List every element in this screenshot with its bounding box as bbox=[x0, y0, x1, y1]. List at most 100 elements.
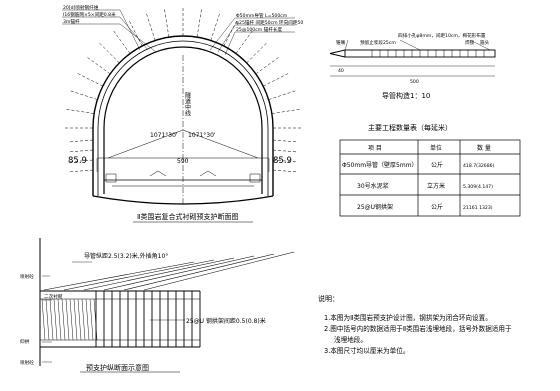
hatch-line bbox=[69, 298, 74, 341]
anchor-bolt bbox=[255, 57, 279, 75]
table-header-qty: 数 量 bbox=[477, 144, 491, 152]
tunnel-cross-section bbox=[62, 8, 301, 223]
pipe-label-mid: 四排小孔φ8mm，间距10cm，梅花形布置 bbox=[398, 32, 486, 39]
anchor-bolt bbox=[272, 149, 299, 153]
pipe-labels: 锥嘴 预留止浆段25cm 四排小孔φ8mm，间距10cm，梅花形布置 焊接 箍头… bbox=[336, 32, 490, 100]
advance-pipe bbox=[123, 253, 275, 291]
note-item: 2.图中括号内的数据适用于Ⅱ类围岩浅埋地段，括号外数据适用于 bbox=[324, 324, 512, 333]
height-left-label: 85.9 bbox=[68, 156, 87, 166]
longitudinal-labels: 导管纵距2.5(3.2)米,外插角10° 喷射砼 二次衬砌 25@U 钢拱架间距… bbox=[20, 252, 266, 372]
hatch-line bbox=[53, 298, 58, 341]
table-cell-unit: 公斤 bbox=[431, 203, 443, 211]
callout-left-3: 3m锚杆 bbox=[63, 18, 80, 25]
steel-arches bbox=[95, 291, 201, 347]
table-cell-qty: 418.7(32686) bbox=[463, 163, 495, 169]
long-caption: 预支护纵断面示意图 bbox=[86, 363, 149, 372]
long-label-invert: 仰拱 bbox=[20, 338, 30, 345]
anchor-bolt bbox=[129, 20, 143, 47]
height-right-label: 85.9 bbox=[273, 156, 292, 166]
pipe-dim-first: 40 bbox=[338, 68, 344, 74]
anchor-bolt bbox=[70, 90, 98, 100]
long-label-shotcrete-top: 喷射砼 bbox=[20, 273, 34, 280]
long-label-shotcrete-bottom: 喷射砼 bbox=[20, 359, 34, 366]
anchor-bolt bbox=[246, 42, 267, 64]
anchor-bolt bbox=[263, 73, 289, 87]
callout-right-2: φ25锚杆 间距50cm 环向间距50 bbox=[236, 19, 303, 26]
pipe-title: 导管构造1：10 bbox=[382, 91, 430, 100]
hatch-line bbox=[89, 298, 94, 341]
callout-left-2: I16钢筋网×5×间距0.8米 bbox=[63, 11, 116, 18]
anchor-bolt bbox=[113, 30, 131, 54]
hatch-line bbox=[81, 298, 86, 341]
pipe-tip bbox=[329, 49, 346, 58]
anchor-bolt bbox=[67, 139, 94, 143]
advance-pipe bbox=[63, 259, 215, 291]
advance-pipe bbox=[43, 261, 195, 291]
note-item: 浅埋地段。 bbox=[334, 335, 367, 344]
tunnel-lining-mid bbox=[97, 40, 269, 196]
tunnel-labels: 20[d]喷射钢纤维 I16钢筋网×5×间距0.8米 3m锚杆 Φ50mm导管 … bbox=[63, 4, 303, 221]
table-cell-item: 25@U钢拱架 bbox=[357, 203, 393, 211]
anchor-bolt bbox=[272, 159, 299, 163]
radius-right bbox=[182, 129, 259, 159]
hatch-line bbox=[65, 298, 70, 341]
hatch-line bbox=[85, 298, 90, 341]
anchor-bolts bbox=[65, 8, 301, 173]
anchor-bolt bbox=[67, 149, 94, 153]
table-title: 主要工程数量表（每延米） bbox=[368, 123, 452, 132]
pipe-label-left: 预留止浆段25cm bbox=[360, 39, 396, 46]
anchor-bolt bbox=[146, 13, 156, 41]
callout-right-3: 25@100cm 锚杆长度 bbox=[236, 26, 282, 33]
note-item: 3.本图尺寸均以厘米为单位。 bbox=[324, 346, 409, 355]
anchor-bolt bbox=[272, 139, 299, 143]
anchor-bolt bbox=[87, 57, 111, 75]
hatch-line bbox=[57, 298, 62, 341]
tunnel-caption: Ⅱ类围岩复合式衬砌预支护断面图 bbox=[137, 212, 238, 221]
hatch-line bbox=[61, 298, 66, 341]
callout-left-leader bbox=[62, 9, 157, 53]
callout-right-1: Φ50mm导管 L=500cm bbox=[236, 12, 288, 19]
advance-pipe bbox=[83, 257, 235, 291]
quantity-table: 主要工程数量表（每延米） 项 目 单位 数 量 Φ50mm导管（壁厚5mm） 公… bbox=[339, 123, 521, 217]
pipe-label-right: 焊接 bbox=[465, 39, 475, 46]
pipe-label-left-end: 锥嘴 bbox=[336, 39, 346, 46]
hatch-line bbox=[45, 298, 50, 341]
notes: 说明： 1.本图为Ⅱ类围岩预支护设计图，钢拱架为闭合环向设置。 2.图中括号内的… bbox=[318, 294, 512, 355]
tunnel-inner-lining bbox=[103, 46, 263, 194]
table-cell-item: 30号水泥浆 bbox=[357, 182, 389, 190]
notes-title: 说明： bbox=[318, 294, 339, 303]
anchor-bolt bbox=[77, 73, 103, 87]
advance-pipe bbox=[103, 255, 255, 291]
centerline-label: 隧道中线 bbox=[184, 91, 191, 116]
anchor-bolt bbox=[223, 20, 237, 47]
pipe-label-right-end: 箍头 bbox=[480, 39, 490, 46]
note-item: 1.本图为Ⅱ类围岩预支护设计图，钢拱架为闭合环向设置。 bbox=[324, 313, 492, 322]
hatch-line bbox=[49, 298, 54, 341]
anchor-bolt bbox=[196, 9, 202, 38]
mid-mark-left bbox=[149, 170, 167, 177]
table-cell-qty: 5.309(4.147) bbox=[463, 184, 493, 190]
mid-mark-right bbox=[199, 170, 217, 177]
table-cell-item: Φ50mm导管（壁厚5mm） bbox=[342, 161, 418, 169]
anchor-bolt bbox=[67, 159, 94, 163]
anchor-bolt bbox=[164, 9, 170, 38]
drain-right bbox=[249, 173, 261, 183]
table-cell-qty: 21161 1323) bbox=[463, 205, 493, 211]
anchor-bolt bbox=[99, 42, 120, 64]
long-label-arch-spacing: 25@U 钢拱架间距0.5(0.8)米 bbox=[186, 317, 266, 325]
anchor-bolt bbox=[66, 108, 95, 114]
hatch-line bbox=[93, 298, 98, 341]
long-label-secondary-lining: 二次衬砌 bbox=[44, 293, 63, 300]
table-header-unit: 单位 bbox=[430, 144, 442, 152]
long-label-pipe-spacing: 导管纵距2.5(3.2)米,外插角10° bbox=[84, 252, 168, 260]
table-header-item: 项 目 bbox=[368, 145, 382, 152]
anchor-bolt bbox=[67, 169, 94, 173]
callout-left-1: 20[d]喷射钢纤维 bbox=[63, 4, 99, 11]
anchor-bolt bbox=[271, 108, 300, 114]
pipe-detail bbox=[329, 39, 496, 77]
radius-left bbox=[107, 129, 184, 159]
tunnel-outer-lining bbox=[92, 35, 274, 196]
pipe-leaders bbox=[344, 39, 491, 51]
anchor-bolt bbox=[268, 90, 296, 100]
